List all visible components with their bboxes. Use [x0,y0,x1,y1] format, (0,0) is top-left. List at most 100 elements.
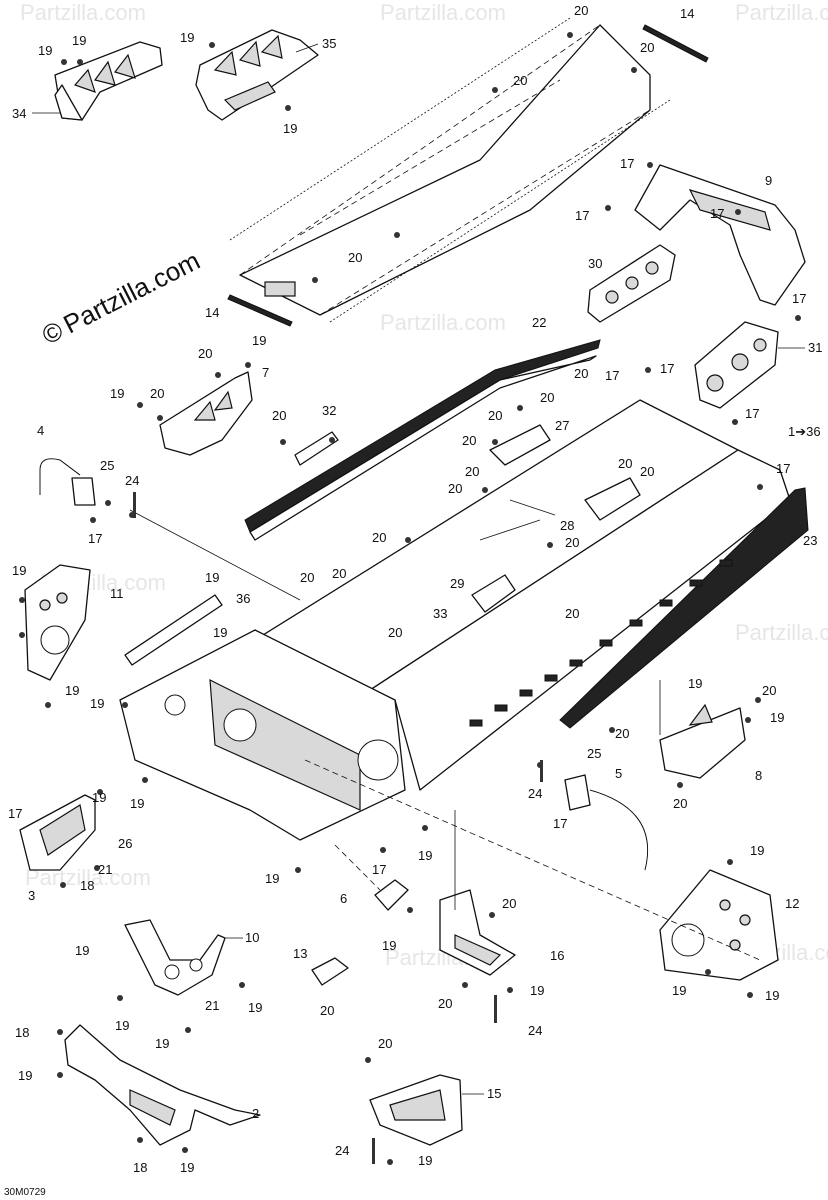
part-30-plate [587,244,676,323]
callout-19: 19 [92,790,106,805]
callout-20: 20 [332,566,346,581]
callout-17: 17 [660,361,674,376]
part-35-bracket [195,29,319,121]
heat-exchanger-assembly [227,17,709,327]
callout-21: 21 [98,862,112,877]
part-10-bracket [124,919,226,996]
callout-14: 14 [680,6,694,21]
callout-20: 20 [300,570,314,585]
callout-19: 19 [65,683,79,698]
part-2-crossmember [64,1024,261,1146]
callout-20: 20 [502,896,516,911]
callout-20: 20 [640,464,654,479]
callout-19: 19 [418,848,432,863]
callout-22: 22 [532,315,546,330]
callout-24: 24 [125,473,139,488]
callout-20: 20 [388,625,402,640]
callout-19: 19 [38,43,52,58]
callout-19: 19 [115,1018,129,1033]
leader-lines [129,499,761,961]
callout-13: 13 [293,946,307,961]
callout-20: 20 [565,606,579,621]
callout-20: 20 [618,456,632,471]
callout-19: 19 [18,1068,32,1083]
callout-33: 33 [433,606,447,621]
callout-20: 20 [640,40,654,55]
callout-20: 20 [540,390,554,405]
callout-7: 7 [262,365,269,380]
callout-19: 19 [672,983,686,998]
part-27-bracket [489,424,551,466]
callout-11: 11 [110,586,124,601]
callout-18: 18 [133,1160,147,1175]
callout-18: 18 [80,878,94,893]
callout-6: 6 [340,891,347,906]
part-11-plate [24,564,91,681]
callout-17: 17 [620,156,634,171]
callout-5: 5 [615,766,622,781]
callout-19: 19 [205,570,219,585]
callout-14: 14 [205,305,219,320]
part-8-bracket [659,703,746,779]
callout-20: 20 [574,366,588,381]
watermark-text: Partzilla.com [380,0,506,25]
part-33-bracket [471,574,516,613]
callout-20: 20 [488,408,502,423]
part-9-rear-bracket [634,164,806,306]
callout-20: 20 [320,1003,334,1018]
callout-9: 9 [765,173,772,188]
callout-19: 19 [130,796,144,811]
callout-1-36: 1➔36 [788,424,821,439]
part-32-clip [294,431,339,466]
callout-15: 15 [487,1086,501,1101]
callout-19: 19 [750,843,764,858]
fasteners [19,32,801,1165]
part-12-plate [659,869,779,981]
callout-24: 24 [528,786,542,801]
part-36-strip [124,594,223,666]
callout-20: 20 [198,346,212,361]
callout-19: 19 [75,943,89,958]
callout-25: 25 [587,746,601,761]
callout-25: 25 [100,458,114,473]
diagram-code: 30M0729 [4,1187,46,1198]
callout-19: 19 [72,33,86,48]
callout-19: 19 [248,1000,262,1015]
callout-19: 19 [155,1036,169,1051]
callout-19: 19 [265,871,279,886]
callout-23: 23 [803,533,817,548]
part-6-clip [374,879,409,911]
callout-17: 17 [575,208,589,223]
part-34-bracket [54,41,163,121]
part-28-bracket [584,477,641,521]
running-board-slots [469,559,733,727]
callout-19: 19 [213,625,227,640]
part-15-bracket [369,1074,463,1146]
callout-31: 31 [808,340,822,355]
callout-28: 28 [560,518,574,533]
callout-17: 17 [372,862,386,877]
callout-20: 20 [378,1036,392,1051]
callout-19: 19 [530,983,544,998]
callout-20: 20 [448,481,462,496]
part-31-plate [694,321,779,409]
callout-19: 19 [770,710,784,725]
callout-34: 34 [12,106,26,121]
watermark-text: Partzilla.com [735,620,828,645]
callout-19: 19 [252,333,266,348]
callout-16: 16 [550,948,564,963]
callout-24: 24 [335,1143,349,1158]
callout-19: 19 [180,1160,194,1175]
callout-12: 12 [785,896,799,911]
callout-17: 17 [792,291,806,306]
watermark-text: Partzilla.com [735,0,828,25]
chassis-tunnel [119,399,809,841]
callout-17: 17 [553,816,567,831]
part-4-handle [39,458,96,506]
callout-20: 20 [372,530,386,545]
callout-20: 20 [150,386,164,401]
callout-20: 20 [762,683,776,698]
callout-29: 29 [450,576,464,591]
watermark-main-text: Partzilla.com [58,245,204,339]
